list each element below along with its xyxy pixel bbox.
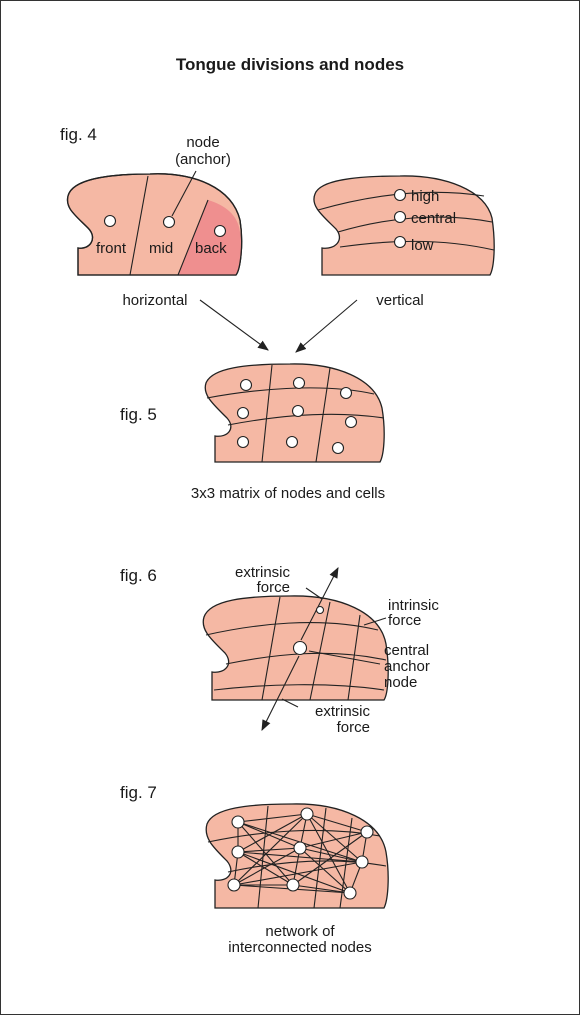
tongue-horizontal: front mid back [67,174,241,275]
central-node [395,212,406,223]
back-node [215,226,226,237]
network-node [344,887,356,899]
extrinsic-bottom-line2: force [337,719,370,736]
central-line3: node [384,674,417,691]
matrix-node [241,380,252,391]
extrinsic-bottom-line1: extrinsic [315,703,371,720]
high-node [395,190,406,201]
region-front: front [96,240,127,257]
network-node [301,808,313,820]
network-node [294,842,306,854]
fig4-label: fig. 4 [60,125,97,144]
node-label-line2: (anchor) [175,151,231,168]
central-anchor-node [294,642,307,655]
matrix-node [333,443,344,454]
caption-horizontal: horizontal [122,292,187,309]
region-central: central [411,210,456,227]
fig6-label: fig. 6 [120,566,157,585]
node-label-line1: node [186,134,219,151]
region-high: high [411,188,439,205]
arrow-vertical-to-matrix [296,300,357,352]
network-node [287,879,299,891]
tongue-network [206,804,388,908]
diagram-title: Tongue divisions and nodes [176,55,404,74]
front-node [105,216,116,227]
network-node [361,826,373,838]
intrinsic-line2: force [388,612,421,629]
caption-matrix: 3x3 matrix of nodes and cells [191,485,385,502]
matrix-node [346,417,357,428]
arrow-horizontal-to-matrix [200,300,268,350]
network-node [228,879,240,891]
fig5-label: fig. 5 [120,405,157,424]
central-line2: anchor [384,658,430,675]
extrinsic-top-line2: force [257,579,290,596]
intrinsic-node [317,607,324,614]
caption-vertical: vertical [376,292,424,309]
central-line1: central [384,642,429,659]
network-node [232,816,244,828]
caption-network-line1: network of [265,923,335,940]
network-node [232,846,244,858]
region-back: back [195,240,227,257]
region-low: low [411,237,434,254]
tongue-vertical: high central low [314,176,494,275]
matrix-node [341,388,352,399]
matrix-node [238,408,249,419]
low-node [395,237,406,248]
matrix-node [238,437,249,448]
fig7-label: fig. 7 [120,783,157,802]
network-node [356,856,368,868]
matrix-node [294,378,305,389]
mid-node [164,217,175,228]
matrix-node [293,406,304,417]
matrix-node [287,437,298,448]
caption-network-line2: interconnected nodes [228,939,371,956]
region-mid: mid [149,240,173,257]
tongue-matrix [205,364,384,462]
